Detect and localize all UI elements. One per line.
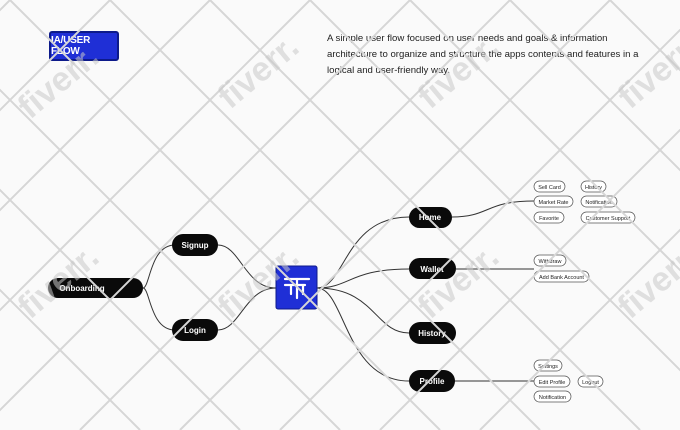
profile-label: Profile xyxy=(420,377,445,386)
history-label: History xyxy=(418,329,446,338)
signup-node[interactable]: Signup xyxy=(172,234,218,256)
connector-signup-logo xyxy=(217,244,277,289)
onboarding-node[interactable]: Onboarding xyxy=(48,278,143,298)
home-item-notification[interactable]: Notification xyxy=(580,195,618,208)
onboarding-label: Onboarding xyxy=(59,284,104,293)
svg-text:History: History xyxy=(585,185,602,191)
connector-onboarding-signup xyxy=(142,244,176,289)
svg-text:Settings: Settings xyxy=(538,364,558,370)
connector-onboarding-login xyxy=(142,287,176,331)
svg-text:Customer Support: Customer Support xyxy=(586,216,631,222)
home-item-sell-card[interactable]: Sell Card xyxy=(533,180,566,193)
connector-home-items xyxy=(451,200,535,218)
home-node[interactable]: Home xyxy=(409,207,452,228)
svg-text:Logout: Logout xyxy=(582,380,599,386)
login-label: Login xyxy=(184,326,206,335)
home-item-customer-support[interactable]: Customer Support xyxy=(580,211,636,224)
login-node[interactable]: Login xyxy=(172,319,218,341)
connector-login-logo xyxy=(217,287,277,331)
home-label: Home xyxy=(419,213,442,222)
profile-item-logout[interactable]: Logout xyxy=(577,375,604,388)
home-item-history[interactable]: History xyxy=(580,180,607,193)
profile-node[interactable]: Profile xyxy=(409,370,455,392)
svg-text:Favorite: Favorite xyxy=(539,216,559,222)
connector-logo-home xyxy=(316,216,410,289)
svg-text:Notification: Notification xyxy=(539,395,566,401)
connector-logo-profile xyxy=(316,287,410,382)
wallet-item-withdraw[interactable]: Withdraw xyxy=(533,254,567,267)
profile-item-settings[interactable]: Settings xyxy=(533,359,563,372)
svg-text:Withdraw: Withdraw xyxy=(539,259,562,265)
profile-item-edit-profile[interactable]: Edit Profile xyxy=(533,375,571,388)
svg-text:Edit Profile: Edit Profile xyxy=(539,380,566,386)
wallet-node[interactable]: Wallet xyxy=(409,258,456,279)
history-node[interactable]: History xyxy=(409,322,456,344)
svg-text:Add Bank Account: Add Bank Account xyxy=(539,275,584,281)
home-item-favorite[interactable]: Favorite xyxy=(533,211,565,224)
svg-text:Notification: Notification xyxy=(585,200,612,206)
svg-text:Sell Card: Sell Card xyxy=(538,185,561,191)
signup-label: Signup xyxy=(181,241,208,250)
connector-logo-history xyxy=(316,287,410,334)
wallet-label: Wallet xyxy=(420,265,444,274)
profile-item-notification[interactable]: Notification xyxy=(533,390,572,403)
app-logo xyxy=(275,265,318,310)
connector-logo-wallet xyxy=(316,268,410,289)
svg-text:Market Rate: Market Rate xyxy=(539,200,569,206)
home-item-market-rate[interactable]: Market Rate xyxy=(533,195,574,208)
wallet-item-add-bank-account[interactable]: Add Bank Account xyxy=(533,270,590,283)
